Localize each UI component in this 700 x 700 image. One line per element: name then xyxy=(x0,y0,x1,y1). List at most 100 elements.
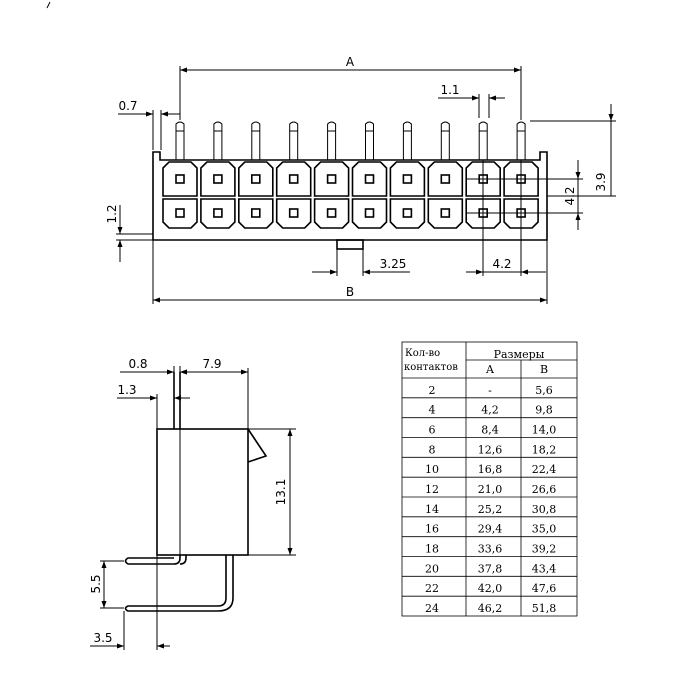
dim-39-label: 3.9 xyxy=(594,172,608,191)
pin xyxy=(251,121,261,160)
pin xyxy=(478,121,488,160)
pin xyxy=(365,121,374,160)
cavity-lower xyxy=(313,198,350,229)
cavity-upper-contact xyxy=(288,174,299,184)
table-cell-b: 5,6 xyxy=(535,384,553,397)
cavity-lower-contact xyxy=(326,208,337,218)
cavity-upper-contact xyxy=(440,174,451,184)
dim-55-label: 5.5 xyxy=(89,574,103,593)
cavity-upper-contact xyxy=(402,174,413,184)
cavity-upper xyxy=(427,161,464,197)
table-cell-b: 22,4 xyxy=(532,463,557,476)
cavity-upper-contact xyxy=(364,174,375,184)
cavity-upper xyxy=(275,161,312,197)
cavity-lower-contact xyxy=(440,208,451,218)
dim-42b-label: 4.2 xyxy=(492,257,511,271)
dim-13-label: 1.3 xyxy=(117,383,136,397)
cavity-lower-contact xyxy=(175,208,185,218)
table-cell-a: 16,8 xyxy=(478,463,503,476)
cavity-lower xyxy=(465,198,501,229)
dim-11-label: 1.1 xyxy=(440,83,459,97)
table-frame xyxy=(401,341,578,617)
table-cell-b: 26,6 xyxy=(532,483,557,496)
table-cell-a: 37,8 xyxy=(478,562,503,575)
pin-group xyxy=(175,121,540,230)
table-cell-b: 39,2 xyxy=(532,543,557,556)
table-cell-count: 14 xyxy=(425,503,439,516)
table-cell-a: 42,0 xyxy=(478,582,503,595)
table-cell-a: 4,2 xyxy=(481,404,499,417)
cavity-lower xyxy=(200,198,236,229)
dim-79-label: 7.9 xyxy=(202,357,221,371)
pin xyxy=(213,121,223,160)
dim-07-label: 0.7 xyxy=(118,99,137,113)
cavity-upper-contact xyxy=(251,174,261,184)
side-view: 0.8 7.9 1.3 13.1 5.5 3.5 xyxy=(89,357,296,650)
table-cell-b: 47,6 xyxy=(532,582,557,595)
table-cell-a: 12,6 xyxy=(478,443,503,456)
table-cell-a: 21,0 xyxy=(478,483,503,496)
cavity-upper-contact xyxy=(175,174,185,184)
table-cell-count: 24 xyxy=(425,602,439,615)
pin xyxy=(440,121,450,160)
dim-12-label: 1.2 xyxy=(105,204,119,223)
table-cell-count: 20 xyxy=(425,562,439,575)
corner-mark xyxy=(46,1,51,9)
cavity-group xyxy=(162,161,539,229)
table-cell-count: 12 xyxy=(425,483,439,496)
table-cell-a: 25,2 xyxy=(478,503,503,516)
cavity-lower xyxy=(503,198,539,229)
side-pin-upper-b xyxy=(179,555,187,565)
table-header-col-a: A xyxy=(485,363,495,376)
table-cell-a: 8,4 xyxy=(481,424,499,437)
pin xyxy=(327,121,337,160)
cavity-lower xyxy=(351,198,388,229)
side-pin-upper xyxy=(124,555,181,565)
cavity-lower xyxy=(238,198,274,229)
table-cell-count: 8 xyxy=(429,443,436,456)
cavity-upper xyxy=(465,161,501,197)
table-cell-a: - xyxy=(488,384,492,397)
cavity-upper xyxy=(313,161,350,197)
side-pin-lower xyxy=(124,555,234,612)
polarization-peg xyxy=(336,239,364,250)
pin xyxy=(175,121,185,160)
cavity-upper-contact xyxy=(516,174,526,184)
side-body xyxy=(156,428,249,556)
cavity-lower-contact xyxy=(213,208,223,218)
cavity-lower-contact xyxy=(364,208,375,218)
table-cell-b: 14,0 xyxy=(532,424,557,437)
dim-131-label: 13.1 xyxy=(274,479,288,506)
cavity-upper xyxy=(503,161,539,197)
pin xyxy=(402,121,412,160)
side-latch xyxy=(247,428,268,463)
cavity-upper xyxy=(351,161,388,197)
table-cell-count: 18 xyxy=(425,543,439,556)
table-header-sizes: Размеры xyxy=(494,348,545,361)
cavity-lower-contact xyxy=(402,208,413,218)
cavity-upper-contact xyxy=(478,174,489,184)
dim-08-label: 0.8 xyxy=(128,357,147,371)
cavity-upper-contact xyxy=(213,174,223,184)
cavity-lower xyxy=(275,198,312,229)
table-cell-count: 16 xyxy=(425,523,439,536)
table-cell-b: 18,2 xyxy=(532,443,557,456)
cavity-lower xyxy=(427,198,464,229)
table-cell-count: 10 xyxy=(425,463,439,476)
dim-325-label: 3.25 xyxy=(380,257,407,271)
dim-b-label: B xyxy=(346,285,354,299)
cavity-lower xyxy=(162,198,198,229)
cavity-upper xyxy=(200,161,236,197)
table-cell-b: 51,8 xyxy=(532,602,557,615)
cavity-upper xyxy=(238,161,274,197)
cavity-lower xyxy=(389,198,426,229)
table-cell-count: 2 xyxy=(429,384,436,397)
cavity-lower-contact xyxy=(288,208,299,218)
table-cell-count: 22 xyxy=(425,582,439,595)
cavity-upper-contact xyxy=(326,174,337,184)
table-cell-b: 43,4 xyxy=(532,562,557,575)
table-header-col-b: B xyxy=(540,363,548,376)
cavity-upper xyxy=(389,161,426,197)
